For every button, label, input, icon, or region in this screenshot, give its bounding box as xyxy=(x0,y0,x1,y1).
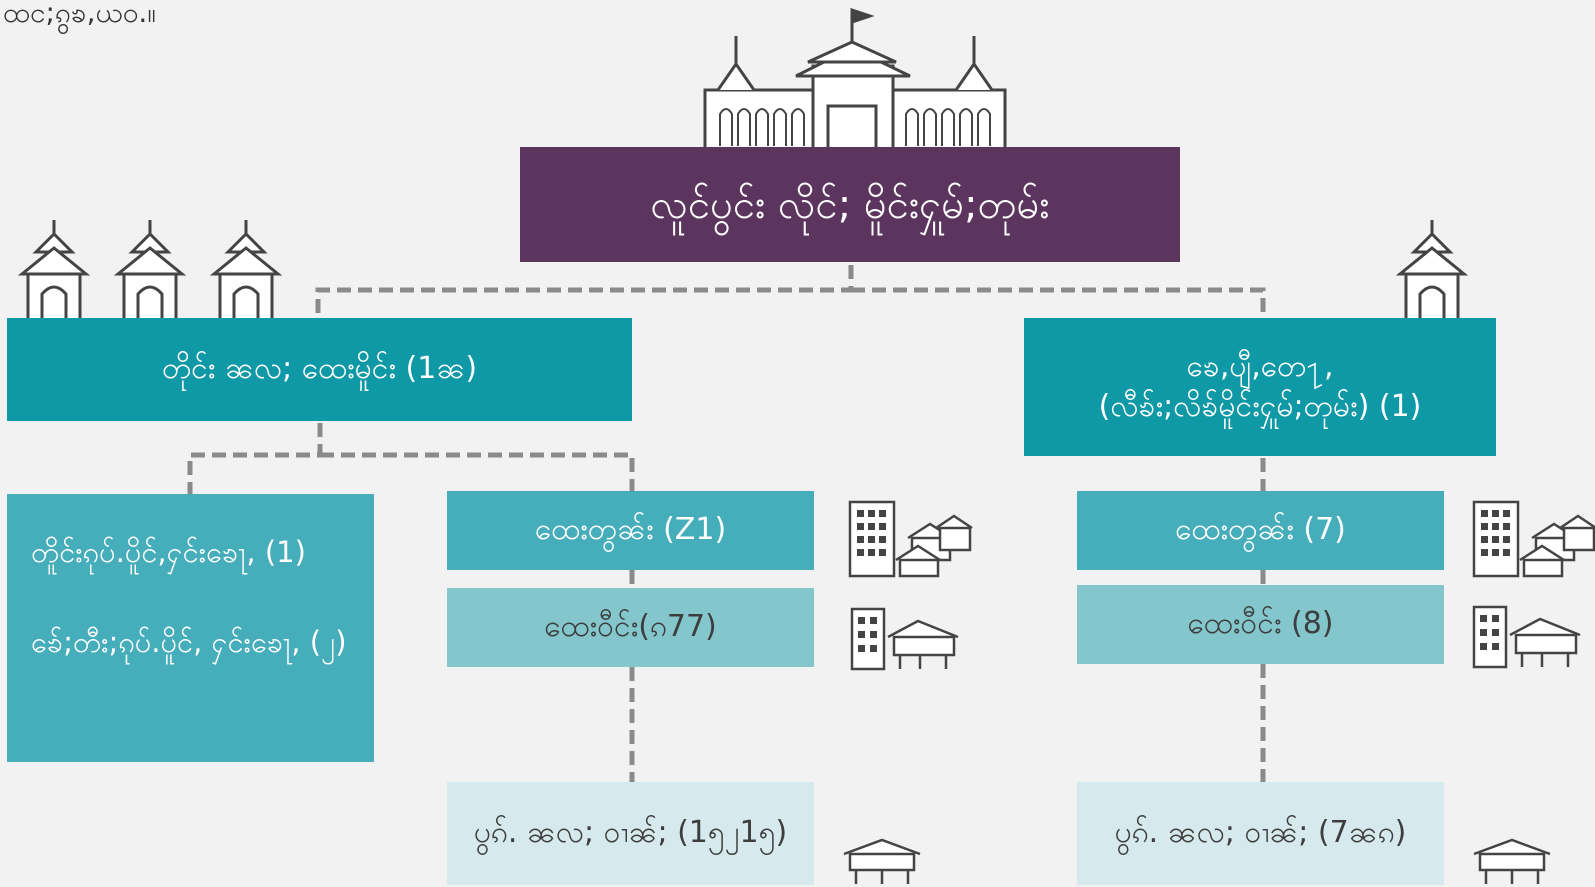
left-village-label: ပွၵ်. ၼလ; ဝၢၼ်; (1၅၂1၅) xyxy=(473,815,788,851)
left-township-label: ထေးတွၼ်း (Z1) xyxy=(534,512,727,548)
palace-icon xyxy=(700,7,1010,154)
pagoda-icon xyxy=(1394,220,1470,324)
right-ward-node: ထေးဝီင်း (8) xyxy=(1077,585,1444,664)
town-buildings-icon xyxy=(850,607,959,671)
left-township-node: ထေးတွၼ်း (Z1) xyxy=(447,491,814,570)
right-village-label: ပွၵ်. ၼလ; ဝၢၼ်; (7ၼၵ) xyxy=(1114,815,1407,851)
city-buildings-icon xyxy=(848,500,973,578)
stilt-house-icon xyxy=(843,838,921,884)
pagoda-icon xyxy=(16,220,92,324)
right-village-node: ပွၵ်. ၼလ; ဝၢၼ်; (7ၼၵ) xyxy=(1077,782,1444,885)
right-ward-label: ထေးဝီင်း (8) xyxy=(1187,606,1334,642)
right-branch-label-line2: (လီၶ်း;လိၶ်မိူင်းႁူမ်;တုမ်း) (1) xyxy=(1098,389,1422,424)
left-branch-node: တိုင်း ၼလ; ထေးမိူင်း (1ၼ) xyxy=(7,318,632,421)
left-ward-node: ထေးဝီင်း(ၵ77) xyxy=(447,588,814,667)
root-node-label: လူင်ပွင်း လိုင်; မိူင်းႁူမ်;တုမ်း xyxy=(650,181,1050,228)
root-node: လူင်ပွင်း လိုင်; မိူင်းႁူမ်;တုမ်း xyxy=(520,147,1180,262)
town-buildings-icon xyxy=(1472,605,1581,669)
note-line-2: ၶ်ေ;တီး;ၵုပ်.ပိူင်, ႁင်းၶေႃ, (၂) xyxy=(31,624,347,659)
left-branch-label: တိုင်း ၼလ; ထေးမိူင်း (1ၼ) xyxy=(161,351,478,387)
stilt-house-icon xyxy=(1473,838,1551,884)
right-township-label: ထေးတွၼ်း (7) xyxy=(1175,512,1346,548)
right-township-node: ထေးတွၼ်း (7) xyxy=(1077,491,1444,570)
left-note-box: တိူင်းၵုပ်.ပိူင်,ႁင်းၶေႃ, (1) ၶ်ေ;တီး;ၵု… xyxy=(7,494,374,762)
caption-text: .ထင;ၵွၶ,ယဝ.။ xyxy=(0,0,156,29)
left-ward-label: ထေးဝီင်း(ၵ77) xyxy=(544,609,717,645)
right-branch-label-line1: ၶေ,ပျီ,တေ႑, xyxy=(1186,348,1334,384)
note-line-1: တိူင်းၵုပ်.ပိူင်,ႁင်းၶေႃ, (1) xyxy=(31,535,306,569)
pagoda-icon xyxy=(112,220,188,324)
city-buildings-icon xyxy=(1472,500,1595,578)
pagoda-icon xyxy=(208,220,284,324)
left-village-node: ပွၵ်. ၼလ; ဝၢၼ်; (1၅၂1၅) xyxy=(447,782,814,885)
right-branch-node: ၶေ,ပျီ,တေ႑, (လီၶ်း;လိၶ်မိူင်းႁူမ်;တုမ်း)… xyxy=(1024,318,1496,456)
